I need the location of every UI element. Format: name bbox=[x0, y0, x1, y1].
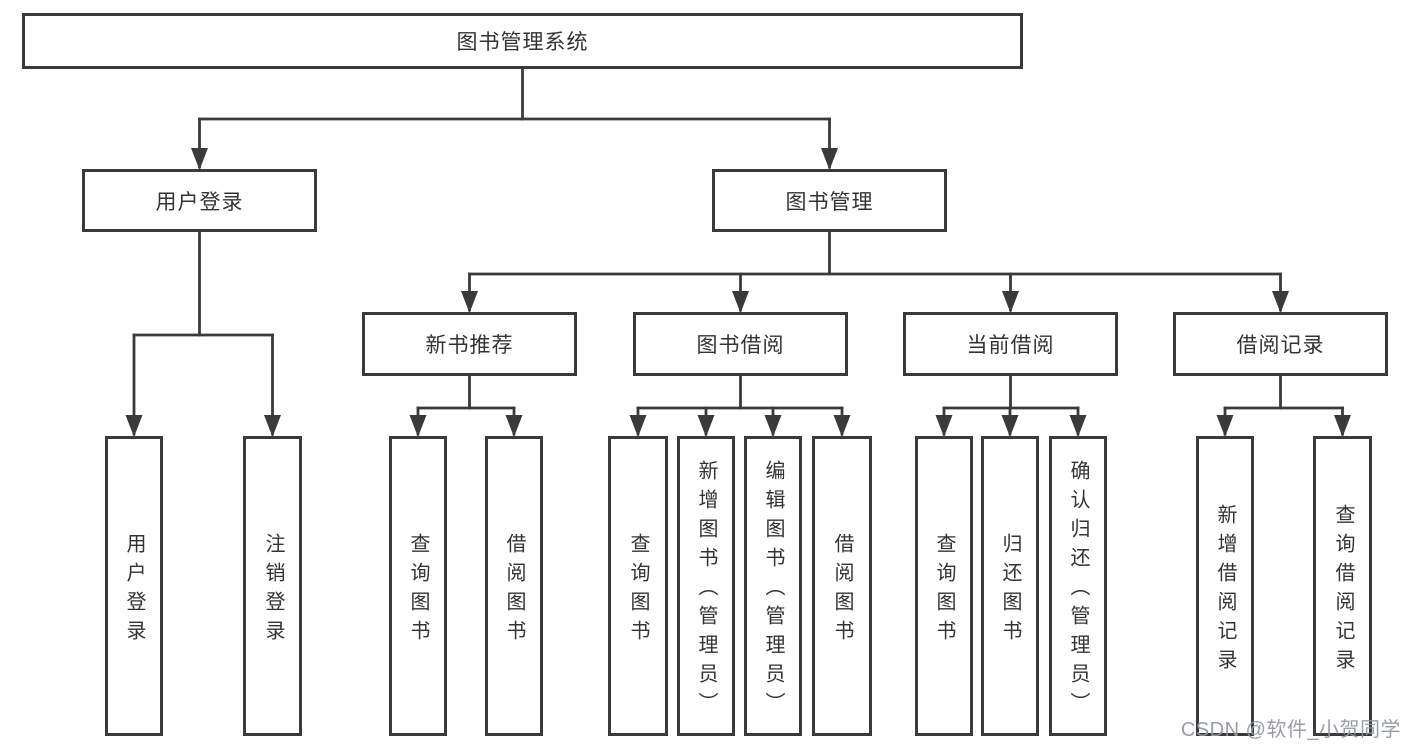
node-borrow-records: 借阅记录 bbox=[1173, 312, 1388, 376]
node-bb-query-book: 查询图书 bbox=[608, 436, 668, 736]
node-bb-borrow-book: 借阅图书 bbox=[812, 436, 872, 736]
node-leaf-user-login: 用户登录 bbox=[105, 436, 163, 736]
arrowhead-icon bbox=[505, 415, 523, 437]
arrowhead-icon bbox=[1272, 291, 1289, 313]
node-user-login: 用户登录 bbox=[82, 169, 317, 232]
node-cb-query-book: 查询图书 bbox=[915, 436, 973, 736]
arrowhead-icon bbox=[409, 415, 427, 437]
node-cb-confirm-return: 确认归还（管理员） bbox=[1049, 436, 1107, 736]
arrowhead-icon bbox=[1002, 291, 1019, 313]
arrowhead-icon bbox=[1216, 415, 1234, 437]
arrowhead-icon bbox=[697, 415, 715, 437]
node-book-mgmt: 图书管理 bbox=[712, 169, 947, 232]
node-cb-return-book: 归还图书 bbox=[981, 436, 1039, 736]
arrowhead-icon bbox=[764, 415, 782, 437]
arrowhead-icon bbox=[1334, 415, 1351, 437]
node-bb-edit-book: 编辑图书（管理员） bbox=[744, 436, 802, 736]
node-new-book-rec: 新书推荐 bbox=[362, 312, 577, 376]
arrowhead-icon bbox=[732, 291, 749, 313]
arrowhead-icon bbox=[1001, 415, 1019, 437]
arrowhead-icon bbox=[821, 148, 838, 170]
node-book-borrow: 图书借阅 bbox=[633, 312, 848, 376]
arrowhead-icon bbox=[461, 291, 478, 313]
node-br-add-record: 新增借阅记录 bbox=[1196, 436, 1254, 736]
arrowhead-icon bbox=[935, 415, 953, 437]
arrowhead-icon bbox=[1069, 415, 1087, 437]
arrowhead-icon bbox=[191, 148, 208, 170]
arrowhead-icon bbox=[264, 415, 281, 437]
node-bb-add-book: 新增图书（管理员） bbox=[677, 436, 735, 736]
watermark: CSDN @软件_小贺同学 bbox=[1180, 719, 1401, 741]
node-leaf-logout: 注销登录 bbox=[243, 436, 302, 736]
node-rec-query-book: 查询图书 bbox=[389, 436, 447, 736]
node-root: 图书管理系统 bbox=[22, 13, 1023, 69]
node-rec-borrow-book: 借阅图书 bbox=[485, 436, 543, 736]
arrowhead-icon bbox=[629, 415, 647, 437]
node-current-borrow: 当前借阅 bbox=[903, 312, 1118, 376]
node-br-query-record: 查询借阅记录 bbox=[1313, 436, 1372, 736]
arrowhead-icon bbox=[125, 415, 143, 437]
arrowhead-icon bbox=[833, 415, 851, 437]
